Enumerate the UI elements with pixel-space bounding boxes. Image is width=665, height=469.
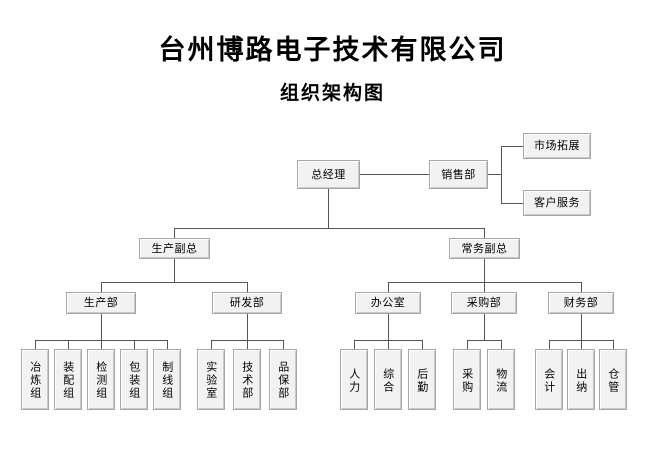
connector-group-jiance-drop <box>101 340 102 349</box>
connector-purchasing-groups-trunk <box>484 314 485 340</box>
connector-dept-finance-drop <box>581 282 582 292</box>
connector-group-qa-drop <box>283 340 284 349</box>
connector-vp-executive-trunk <box>484 259 485 282</box>
connector-group-chuna-drop <box>581 340 582 349</box>
connector-gm-to-sales <box>360 174 429 175</box>
connector-sales-stub <box>488 174 501 175</box>
node-customer-service[interactable]: 客户服务 <box>523 190 591 216</box>
connector-dept-production-drop <box>101 282 102 292</box>
node-group-warehouse[interactable]: 仓管 <box>599 349 627 410</box>
node-group-accounting[interactable]: 会计 <box>535 349 563 410</box>
connector-group-zhixian-drop <box>167 340 168 349</box>
node-group-logistics[interactable]: 物流 <box>487 349 515 410</box>
node-group-procurement[interactable]: 采购 <box>453 349 481 410</box>
page-title: 台州博路电子技术有限公司 <box>158 35 507 66</box>
node-group-cashier[interactable]: 出纳 <box>567 349 595 410</box>
node-group-inspection[interactable]: 检测组 <box>87 349 115 410</box>
connector-group-lab-drop <box>211 340 212 349</box>
connector-sales-to-service <box>501 203 523 204</box>
connector-dept-purchasing-drop <box>484 282 485 292</box>
connector-vp-bar <box>174 228 484 229</box>
connector-group-zhuangpei-drop <box>68 340 69 349</box>
connector-vp-production-trunk <box>174 259 175 282</box>
connector-group-logistics-support-drop <box>422 340 423 349</box>
node-group-wire-making[interactable]: 制线组 <box>153 349 181 410</box>
connector-finance-groups-trunk <box>581 314 582 340</box>
connector-group-wuliu-drop <box>501 340 502 349</box>
connector-dept-office-drop <box>388 282 389 292</box>
node-group-general-affairs[interactable]: 综合 <box>374 349 402 410</box>
connector-group-cangguan-drop <box>613 340 614 349</box>
connector-group-general-drop <box>388 340 389 349</box>
node-sales-department[interactable]: 销售部 <box>429 160 488 189</box>
node-vp-production[interactable]: 生产副总 <box>139 238 210 259</box>
connector-production-groups-trunk <box>101 314 102 340</box>
connector-group-kuaiji-drop <box>549 340 550 349</box>
connector-group-hr-drop <box>354 340 355 349</box>
node-group-technology[interactable]: 技术部 <box>233 349 261 410</box>
connector-group-tech-drop <box>247 340 248 349</box>
node-vp-executive[interactable]: 常务副总 <box>449 238 520 259</box>
connector-sales-to-market <box>501 146 523 147</box>
node-department-rd[interactable]: 研发部 <box>212 292 282 314</box>
connector-rd-groups-trunk <box>247 314 248 340</box>
node-department-production[interactable]: 生产部 <box>66 292 136 314</box>
connector-group-baozhuang-drop <box>134 340 135 349</box>
node-group-laboratory[interactable]: 实验室 <box>197 349 225 410</box>
node-department-purchasing[interactable]: 采购部 <box>451 292 517 314</box>
node-group-human-resources[interactable]: 人力 <box>340 349 368 410</box>
connector-dept-rd-drop <box>247 282 248 292</box>
node-group-quality-assurance[interactable]: 品保部 <box>269 349 297 410</box>
connector-office-groups-trunk <box>388 314 389 340</box>
connector-sales-spine <box>501 146 502 203</box>
connector-group-caigou-drop <box>467 340 468 349</box>
connector-production-dept-bar <box>101 282 247 283</box>
node-group-packaging[interactable]: 包装组 <box>120 349 148 410</box>
page-subtitle: 组织架构图 <box>279 82 385 104</box>
node-group-smelting[interactable]: 冶炼组 <box>21 349 49 410</box>
node-general-manager[interactable]: 总经理 <box>297 160 360 189</box>
node-group-assembly[interactable]: 装配组 <box>54 349 82 410</box>
node-market-development[interactable]: 市场拓展 <box>523 133 591 159</box>
connector-vp-executive-drop <box>484 228 485 238</box>
connector-vp-production-drop <box>174 228 175 238</box>
node-group-logistics-support[interactable]: 后勤 <box>408 349 436 410</box>
connector-group-yelian-drop <box>35 340 36 349</box>
node-department-office[interactable]: 办公室 <box>355 292 421 314</box>
connector-gm-trunk <box>328 189 329 228</box>
connector-purchasing-groups-bar <box>467 340 501 341</box>
node-department-finance[interactable]: 财务部 <box>548 292 614 314</box>
